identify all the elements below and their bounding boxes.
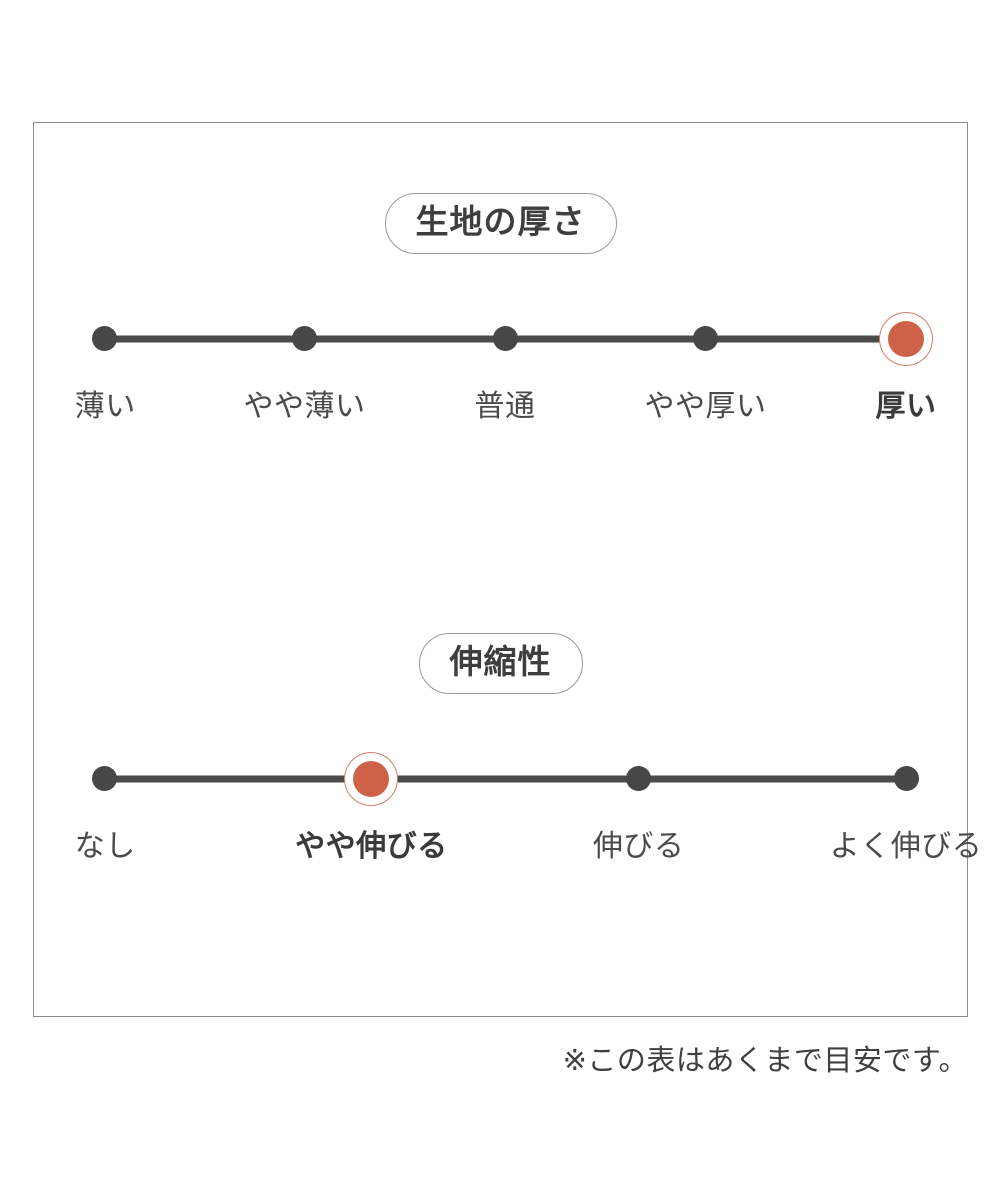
section-thickness: 生地の厚さ 薄い やや薄い 普通 やや厚い 厚い bbox=[34, 193, 967, 430]
stretch-scale bbox=[34, 756, 967, 802]
stretch-dot-2[interactable] bbox=[626, 766, 652, 792]
thickness-dot-0[interactable] bbox=[91, 326, 117, 352]
thickness-label-4[interactable]: 厚い bbox=[875, 388, 937, 424]
stretch-scale-dots bbox=[34, 756, 967, 802]
thickness-dot-2[interactable] bbox=[492, 326, 518, 352]
stretch-dot-1-selected[interactable] bbox=[353, 760, 390, 797]
thickness-dot-4-selected[interactable] bbox=[888, 320, 924, 357]
section-thickness-title-wrap: 生地の厚さ bbox=[34, 193, 967, 254]
thickness-label-3[interactable]: やや厚い bbox=[644, 388, 767, 424]
fabric-spec-frame: 生地の厚さ 薄い やや薄い 普通 やや厚い 厚い 伸縮性 なし やや伸びる 伸びる よく伸びる bbox=[33, 122, 982, 1017]
thickness-dot-1[interactable] bbox=[292, 326, 317, 352]
section-stretch-title: 伸縮性 bbox=[418, 633, 583, 694]
thickness-scale bbox=[34, 316, 967, 362]
stretch-dot-0[interactable] bbox=[91, 766, 117, 792]
thickness-label-2[interactable]: 普通 bbox=[474, 388, 536, 424]
stretch-scale-labels: なし やや伸びる 伸びる よく伸びる bbox=[34, 824, 982, 870]
thickness-label-1[interactable]: やや薄い bbox=[243, 388, 366, 424]
thickness-label-0[interactable]: 薄い bbox=[74, 388, 136, 424]
thickness-scale-dots bbox=[34, 316, 967, 362]
thickness-scale-labels: 薄い やや薄い 普通 やや厚い 厚い bbox=[34, 384, 967, 430]
thickness-dot-3[interactable] bbox=[693, 326, 718, 352]
stretch-label-3[interactable]: よく伸びる bbox=[829, 828, 983, 864]
section-stretch: 伸縮性 なし やや伸びる 伸びる よく伸びる bbox=[34, 633, 982, 870]
stretch-label-0[interactable]: なし bbox=[74, 828, 136, 864]
stretch-label-1[interactable]: やや伸びる bbox=[295, 828, 448, 864]
stretch-scale-track bbox=[104, 775, 906, 783]
stretch-dot-3[interactable] bbox=[893, 766, 919, 792]
section-stretch-title-wrap: 伸縮性 bbox=[34, 633, 967, 694]
stretch-label-2[interactable]: 伸びる bbox=[592, 828, 685, 864]
section-thickness-title: 生地の厚さ bbox=[384, 193, 617, 254]
footnote-text: ※この表はあくまで目安です。 bbox=[562, 1043, 968, 1077]
